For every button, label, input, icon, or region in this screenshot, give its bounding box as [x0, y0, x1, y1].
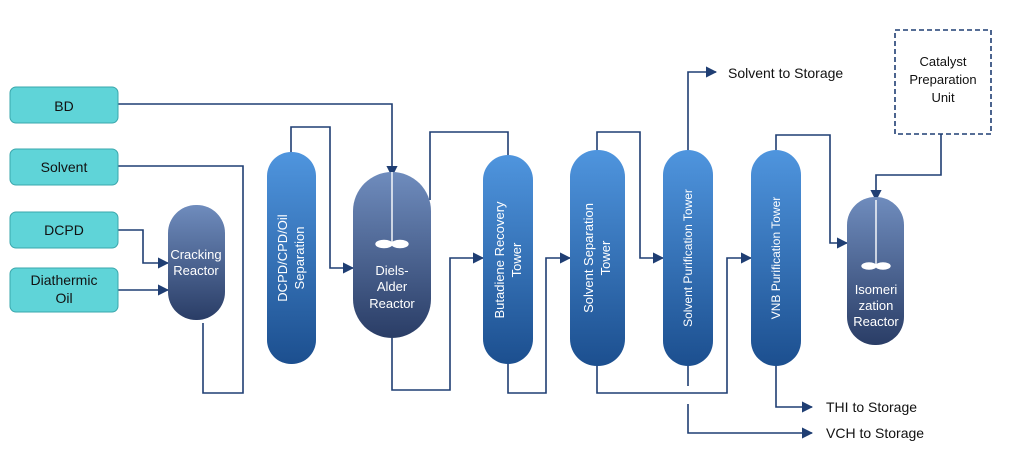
output-vch-to-storage: VCH to Storage — [826, 425, 924, 441]
flow-solvent-sep-to-purification — [596, 131, 665, 264]
cracking-reactor-label-1: Cracking — [170, 247, 221, 262]
flow-dcpd-to-cracking — [118, 229, 170, 269]
output-thi-to-storage: THI to Storage — [826, 399, 917, 415]
vnb-purification-label: VNB Purification Tower — [769, 197, 783, 320]
dcpd-separation-label-2: Separation — [292, 227, 307, 290]
catalyst-label-1: Catalyst — [920, 54, 967, 69]
output-solvent-to-storage: Solvent to Storage — [728, 65, 843, 81]
solvent-separation-label-1: Solvent Separation — [581, 203, 596, 313]
agitator-icon — [375, 172, 409, 249]
isomerization-reactor: Isomeri zation Reactor — [847, 197, 904, 345]
diels-alder-label-3: Reactor — [369, 296, 415, 311]
feed-diathermic-label-2: Oil — [55, 290, 72, 306]
dcpd-separation-column: DCPD/CPD/Oil Separation — [267, 152, 316, 364]
flow-butadiene-top-to-diels-alder — [429, 131, 509, 200]
flow-butadiene-to-solvent-sep — [507, 252, 572, 394]
catalyst-preparation-unit: Catalyst Preparation Unit — [894, 29, 992, 135]
flow-vch-to-storage — [687, 404, 814, 439]
solvent-purification-label: Solvent Purification Tower — [681, 189, 695, 327]
isomerization-label-3: Reactor — [853, 314, 899, 329]
dcpd-separation-label-1: DCPD/CPD/Oil — [275, 214, 290, 302]
solvent-separation-tower: Solvent Separation Tower — [570, 150, 625, 366]
cracking-reactor-label-2: Reactor — [173, 263, 219, 278]
flow-solvent-sep-to-vnb — [596, 252, 753, 394]
diels-alder-label-1: Diels- — [375, 263, 408, 278]
diels-alder-label-2: Alder — [377, 279, 408, 294]
flow-diels-alder-to-butadiene — [391, 252, 485, 391]
flow-solvent-to-storage — [687, 66, 718, 152]
feed-solvent-label: Solvent — [41, 159, 88, 175]
flow-catalyst-to-isomerization — [870, 134, 942, 202]
flow-vnb-to-isomerization — [775, 134, 849, 249]
feed-diathermic-oil: Diathermic Oil — [9, 267, 119, 313]
isomerization-label-1: Isomeri — [855, 282, 898, 297]
flow-separation-top-to-diels-alder — [290, 126, 355, 274]
butadiene-recovery-label-2: Tower — [509, 242, 524, 277]
feed-bd: BD — [9, 86, 119, 124]
feed-solvent: Solvent — [9, 148, 119, 186]
solvent-purification-tower: Solvent Purification Tower — [663, 150, 713, 366]
flow-solvent-to-separation — [118, 165, 244, 394]
butadiene-recovery-label-1: Butadiene Recovery — [492, 201, 507, 319]
feed-diathermic-label-1: Diathermic — [31, 272, 98, 288]
isomerization-label-2: zation — [859, 298, 894, 313]
feed-dcpd-label: DCPD — [44, 222, 84, 238]
butadiene-recovery-tower: Butadiene Recovery Tower — [483, 155, 533, 364]
flow-bd-to-diels-alder — [118, 103, 398, 178]
vnb-purification-tower: VNB Purification Tower — [751, 150, 801, 366]
cracking-reactor: Cracking Reactor — [168, 205, 225, 320]
catalyst-label-2: Preparation — [909, 72, 976, 87]
agitator-icon — [861, 200, 891, 270]
diels-alder-reactor: Diels- Alder Reactor — [353, 172, 431, 338]
flow-thi-to-storage — [775, 364, 814, 413]
feed-dcpd: DCPD — [9, 211, 119, 249]
feed-bd-label: BD — [54, 98, 73, 114]
flow-lines — [118, 66, 942, 439]
solvent-separation-label-2: Tower — [598, 240, 613, 275]
catalyst-label-3: Unit — [931, 90, 955, 105]
